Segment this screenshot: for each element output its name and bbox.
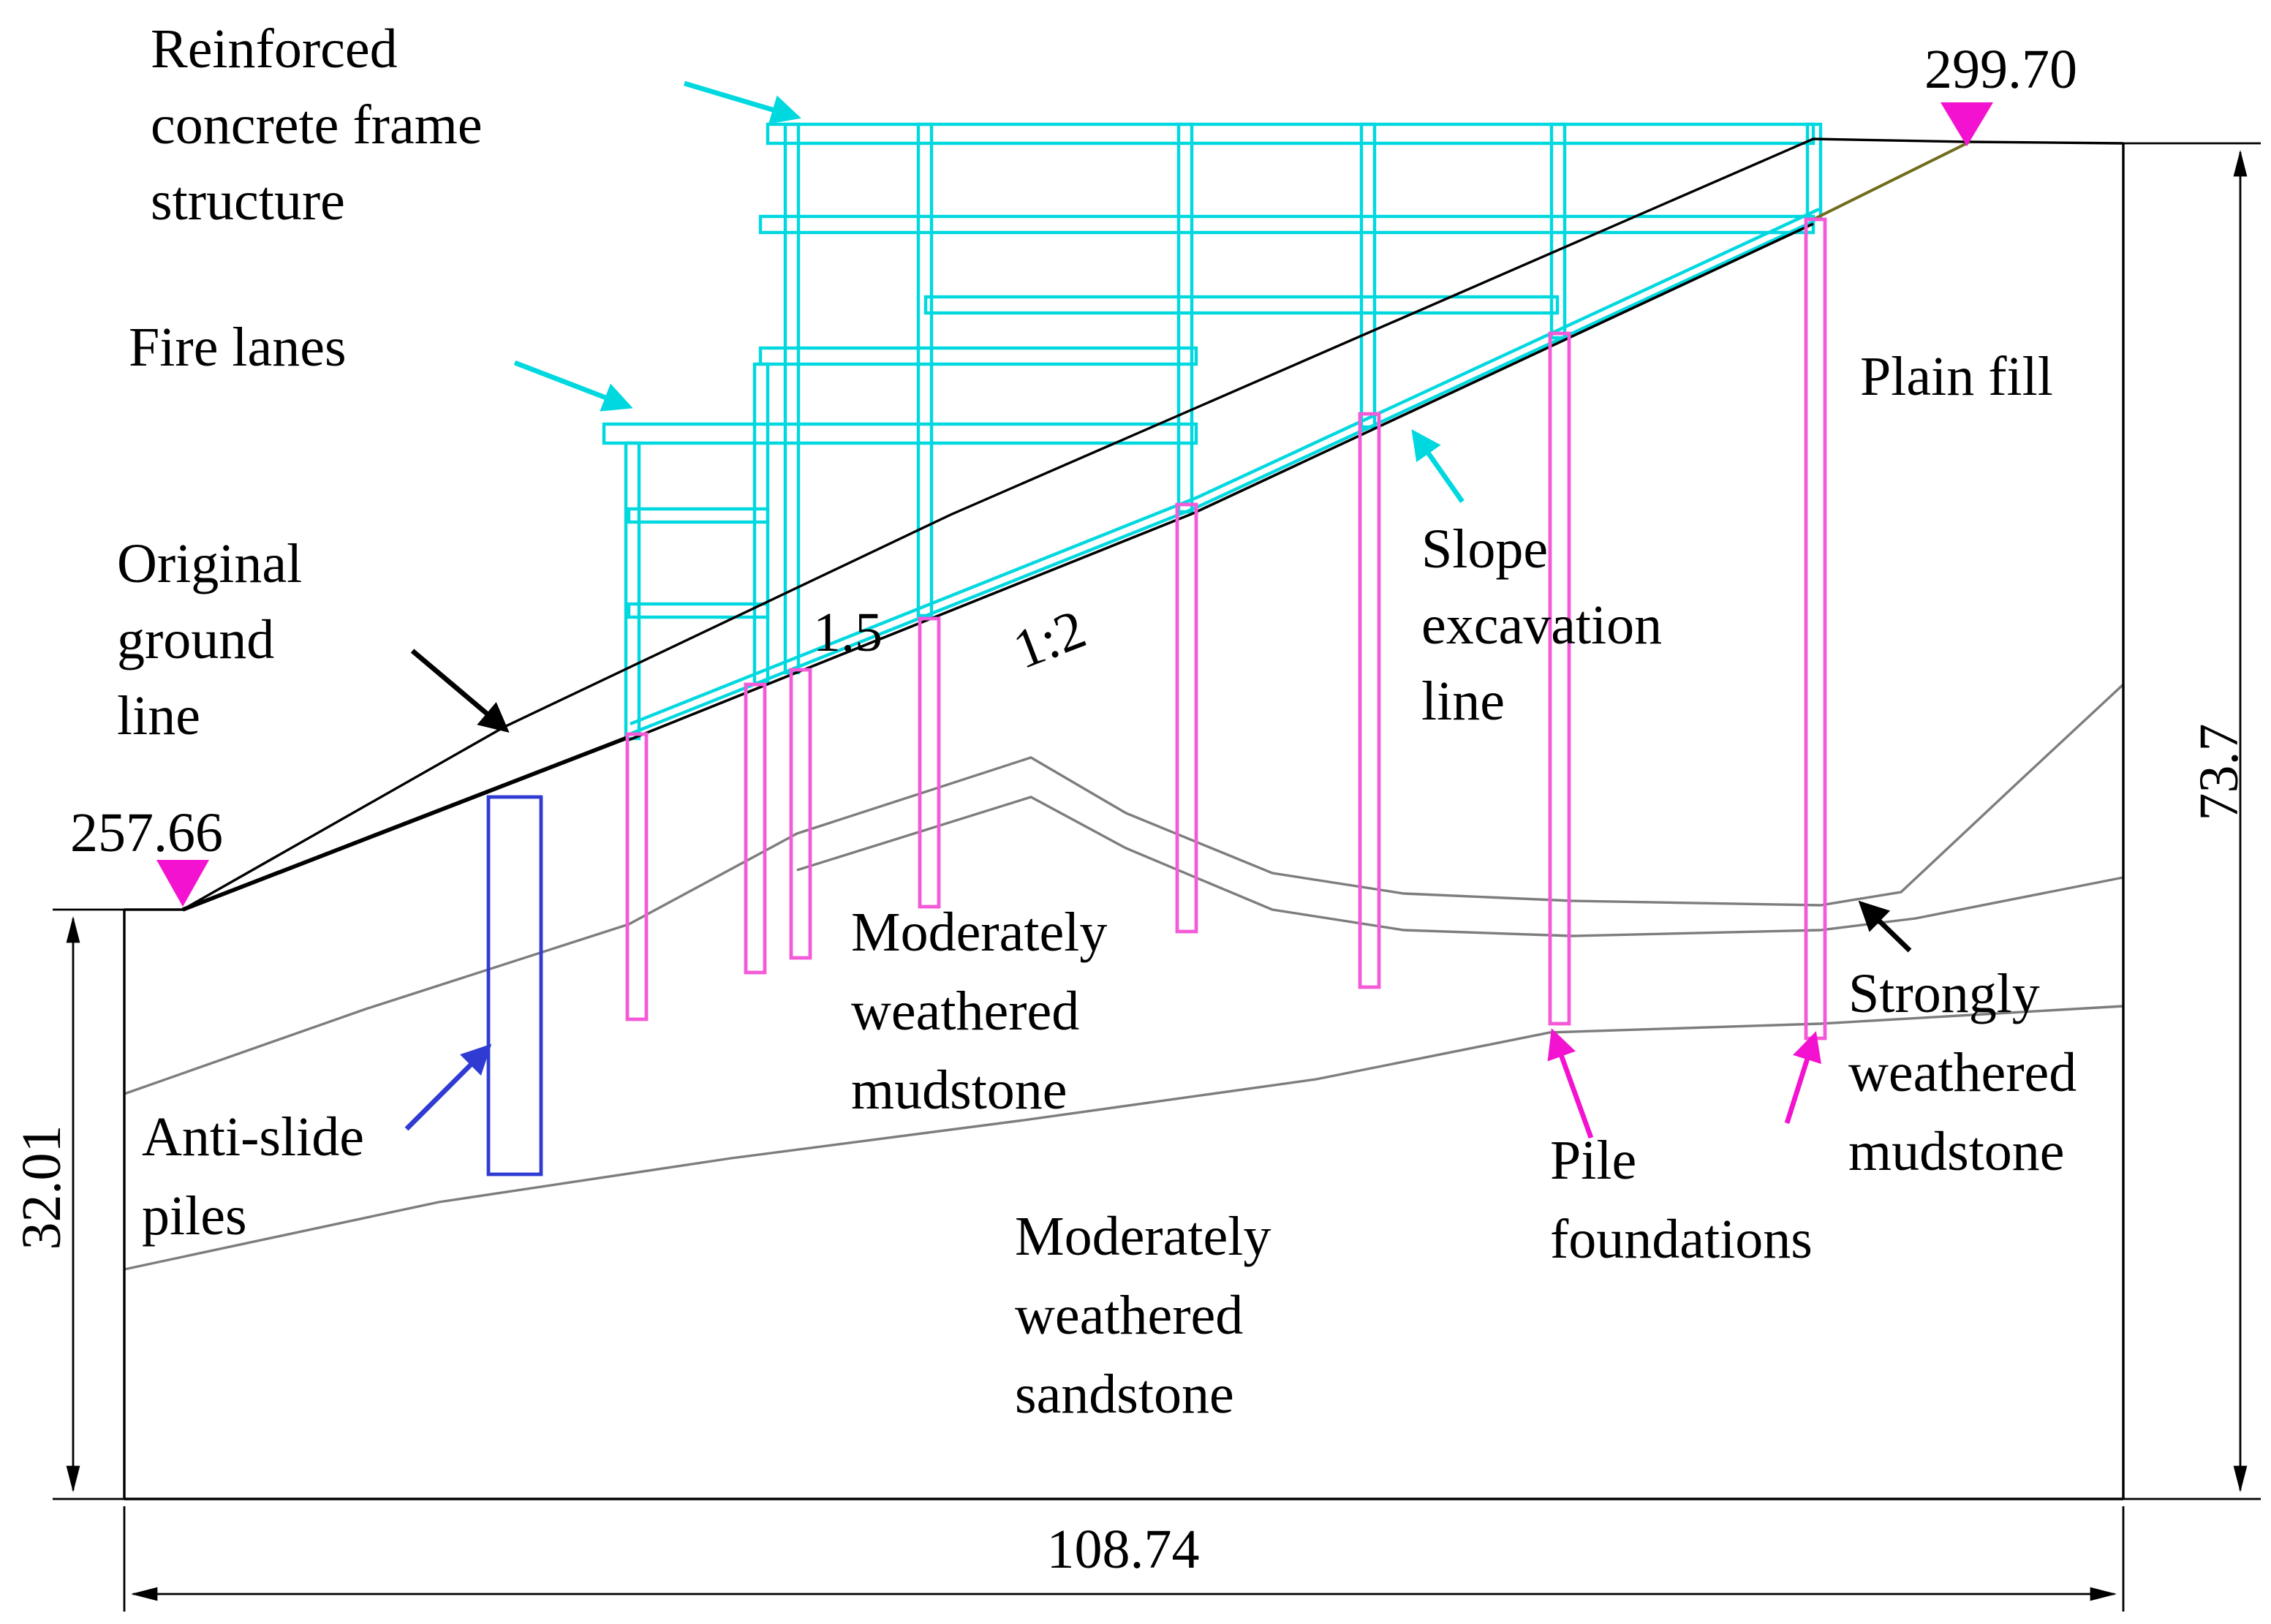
original-ground-arrow <box>410 649 510 733</box>
excavation-crest-line <box>1813 140 1970 221</box>
frame-column <box>1359 122 1377 429</box>
strongly-mudstone-label: weathered <box>1848 1042 2077 1103</box>
anti-slide-label: Anti-slide <box>142 1106 364 1168</box>
frame-beam <box>923 295 1560 315</box>
frame-beam <box>766 122 1815 146</box>
frame-structure-label: structure <box>151 170 345 232</box>
slope-ratio-upper: 1:2 <box>1005 598 1094 681</box>
frame-structure-arrow <box>684 80 801 124</box>
frame-column <box>916 122 934 618</box>
moderately-sandstone-label: weathered <box>1015 1285 1243 1346</box>
original-ground-label: Original <box>117 533 302 594</box>
frame-column <box>1549 122 1567 340</box>
original-ground-label: line <box>117 685 200 747</box>
original-ground-label: ground <box>117 609 274 671</box>
excavation-toe-line <box>181 735 630 912</box>
excavated-slope-edge <box>628 222 1814 741</box>
slope-ratio-lower: 1.5 <box>813 602 883 663</box>
slope-excavation-label: line <box>1421 671 1505 732</box>
strongly-weathered-arrow <box>1858 900 1912 953</box>
moderately-mudstone-label: mudstone <box>851 1060 1068 1121</box>
bottom-width-dimension: 108.74 <box>123 1506 2125 1612</box>
right-height-value: 73.7 <box>2188 724 2250 821</box>
fire-lanes-label: Fire lanes <box>129 317 347 378</box>
left-height-dimension: 32.01 <box>11 908 132 1500</box>
frame-rung <box>627 602 770 619</box>
strongly-mudstone-label: Strongly <box>1848 963 2040 1024</box>
moderately-mudstone-label: weathered <box>851 981 1079 1042</box>
sandstone-top-boundary-line <box>124 1005 2124 1271</box>
frame-post <box>624 441 641 741</box>
frame-structure-label: Reinforced <box>151 18 398 80</box>
right-elevation-value: 299.70 <box>1924 39 2077 100</box>
fire-lanes-arrow <box>513 360 633 412</box>
pile <box>1175 502 1198 934</box>
fire-lane-deck <box>602 422 1198 445</box>
pile <box>744 682 767 975</box>
pile-foundations-label: Pile <box>1550 1130 1636 1191</box>
moderately-sandstone-label: Moderately <box>1015 1206 1271 1267</box>
pile <box>1548 331 1571 1026</box>
slope-excavation-label: Slope <box>1421 518 1548 580</box>
frame-column <box>1176 122 1194 514</box>
strongly-mudstone-label: mudstone <box>1848 1121 2065 1182</box>
left-height-value: 32.01 <box>11 1125 72 1250</box>
frame-structure-label: concrete frame <box>151 94 483 156</box>
pile <box>1358 412 1381 989</box>
pile <box>918 616 941 909</box>
bottom-width-value: 108.74 <box>1047 1519 1200 1580</box>
slope-excavation-line <box>630 208 1820 726</box>
pile-foundation-arrow <box>1784 1031 1821 1125</box>
pile <box>625 732 649 1021</box>
left-elevation-value: 257.66 <box>70 802 223 864</box>
moderately-sandstone-label: sandstone <box>1015 1364 1234 1425</box>
pile-foundation-arrow <box>1547 1028 1594 1139</box>
plain-fill-label: Plain fill <box>1860 346 2053 407</box>
frame-rung <box>627 507 770 524</box>
pile <box>1804 217 1827 1041</box>
elevation-marker-icon <box>1941 102 1993 146</box>
elevation-marker-icon <box>156 860 209 907</box>
anti-slide-arrow <box>404 1043 492 1131</box>
slope-excavation-label: excavation <box>1421 594 1662 656</box>
anti-slide-label: piles <box>142 1185 247 1247</box>
slope-excavation-line <box>625 219 1815 738</box>
right-height-dimension: 73.7 <box>2123 142 2261 1500</box>
pile-foundations-label: foundations <box>1550 1209 1813 1270</box>
anti-slide-pile <box>486 795 543 1177</box>
frame-beam <box>758 346 1198 366</box>
slope-excavation-arrow <box>1411 428 1465 503</box>
pile-foundations-group <box>625 217 1827 1041</box>
moderately-mudstone-label: Moderately <box>851 902 1107 963</box>
pile <box>789 668 812 960</box>
